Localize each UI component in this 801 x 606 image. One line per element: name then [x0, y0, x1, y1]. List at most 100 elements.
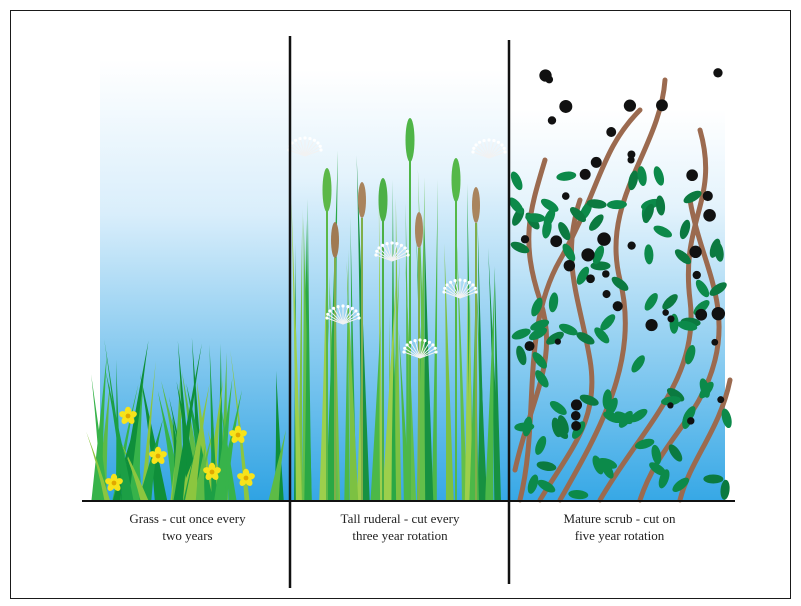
seedhead: [452, 158, 461, 202]
umbel-floret: [463, 279, 466, 282]
umbel-floret: [377, 246, 380, 249]
umbel-floret: [449, 281, 452, 284]
scrub-berry: [627, 156, 634, 163]
scrub-berry: [606, 127, 616, 137]
umbel-floret: [332, 307, 335, 310]
grass-head: [415, 212, 423, 248]
scrub-berry: [564, 260, 575, 271]
umbel-floret: [418, 338, 421, 341]
scrub-berry: [667, 315, 674, 322]
scrub-berry: [693, 271, 701, 279]
flower-center: [156, 454, 161, 459]
umbel-floret: [405, 343, 408, 346]
umbel-floret: [458, 278, 461, 281]
caption-grass-line2: two years: [90, 527, 285, 544]
seedhead: [406, 118, 415, 162]
umbel-floret: [487, 138, 490, 141]
caption-scrub-line1: Mature scrub - cut on: [517, 510, 722, 527]
scrub-berry: [662, 309, 668, 315]
umbel-floret: [308, 137, 311, 140]
scrub-berry: [703, 191, 713, 201]
scrub-berry: [586, 274, 595, 283]
umbel-floret: [381, 244, 384, 247]
grass-head: [472, 187, 480, 223]
scrub-berry: [656, 99, 668, 111]
grass-head: [331, 222, 339, 258]
umbel-floret: [443, 287, 446, 290]
umbel-floret: [403, 347, 406, 350]
umbel-floret: [328, 309, 331, 312]
umbel-floret: [400, 244, 403, 247]
caption-grass-line1: Grass - cut once every: [90, 510, 285, 527]
scrub-berry: [571, 399, 582, 410]
umbel-floret: [406, 250, 409, 253]
umbel-floret: [492, 139, 495, 142]
umbel-floret: [500, 143, 503, 146]
scrub-berry: [689, 246, 701, 258]
umbel-floret: [474, 143, 477, 146]
umbel-floret: [423, 339, 426, 342]
scrub-berry: [712, 307, 725, 320]
flower-center: [126, 414, 131, 419]
umbel-floret: [375, 250, 378, 253]
umbel-floret: [351, 307, 354, 310]
umbel-floret: [354, 309, 357, 312]
scrub-berry: [545, 76, 553, 84]
umbel-floret: [316, 141, 319, 144]
flower-center: [244, 476, 249, 481]
umbel-floret: [357, 313, 360, 316]
umbel-floret: [319, 145, 322, 148]
flower-center: [236, 433, 241, 438]
umbel-floret: [471, 283, 474, 286]
umbel-floret: [428, 341, 431, 344]
umbel-floret: [403, 246, 406, 249]
umbel-floret: [374, 253, 377, 256]
scrub-berry: [559, 100, 572, 113]
umbel-floret: [503, 147, 506, 150]
umbel-floret: [319, 148, 322, 151]
scrub-berry: [603, 290, 611, 298]
umbel-floret: [472, 147, 475, 150]
umbel-floret: [395, 242, 398, 245]
scrub-berry: [602, 270, 609, 277]
umbel-floret: [445, 283, 448, 286]
umbel-floret: [357, 316, 360, 319]
umbel-floret: [442, 290, 445, 293]
scrub-berry: [667, 402, 673, 408]
grass-head: [358, 182, 366, 218]
seedhead: [379, 178, 388, 222]
scrub-berry: [571, 411, 581, 421]
umbel-floret: [453, 279, 456, 282]
scrub-berry: [687, 417, 694, 424]
umbel-floret: [474, 287, 477, 290]
caption-scrub-line2: five year rotation: [517, 527, 722, 544]
umbel-floret: [298, 137, 301, 140]
scrub-berry: [525, 341, 535, 351]
umbel-floret: [346, 305, 349, 308]
umbel-floret: [402, 350, 405, 353]
scrub-berry: [703, 209, 716, 222]
scrub-berry: [686, 169, 698, 181]
umbel-floret: [482, 139, 485, 142]
scrub-berry: [613, 301, 623, 311]
scrub-berry: [695, 309, 707, 321]
umbel-floret: [325, 316, 328, 319]
scrub-berry: [521, 235, 529, 243]
caption-mature-scrub: Mature scrub - cut on five year rotation: [517, 510, 722, 544]
scrub-berry: [555, 339, 561, 345]
umbel-floret: [431, 343, 434, 346]
umbel-floret: [497, 141, 500, 144]
caption-ruderal-line2: three year rotation: [300, 527, 500, 544]
caption-grass: Grass - cut once every two years: [90, 510, 285, 544]
scrub-berry: [581, 248, 594, 261]
scrub-berry: [571, 421, 581, 431]
scrub-berry: [597, 232, 611, 246]
umbel-floret: [434, 347, 437, 350]
scrub-berry: [550, 235, 562, 247]
umbel-floret: [474, 290, 477, 293]
caption-tall-ruderal: Tall ruderal - cut every three year rota…: [300, 510, 500, 544]
umbel-floret: [390, 241, 393, 244]
seedhead: [323, 168, 332, 212]
flower-center: [210, 470, 215, 475]
umbel-floret: [503, 150, 506, 153]
